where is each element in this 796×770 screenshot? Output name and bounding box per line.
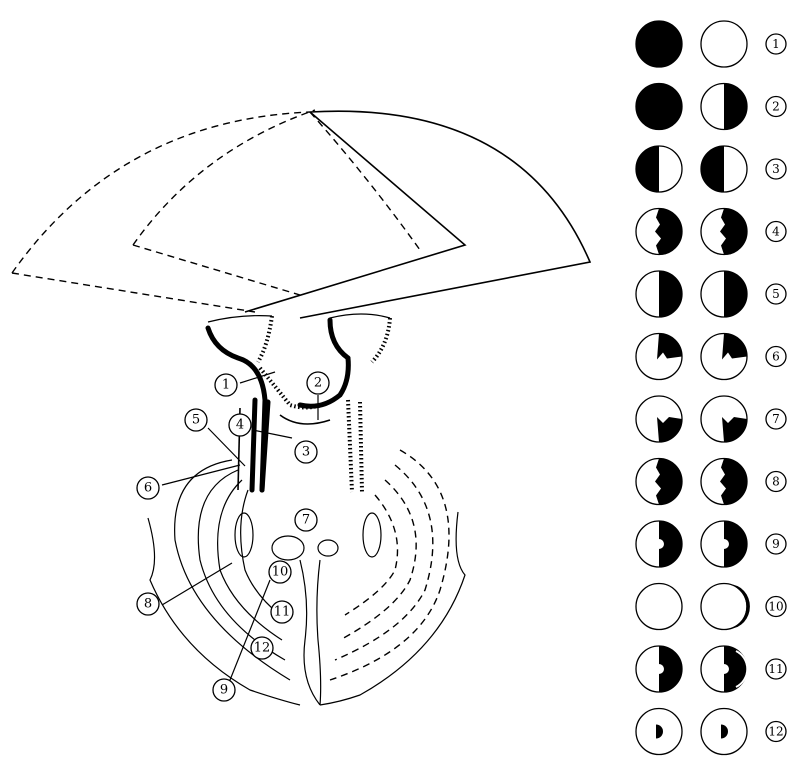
visual-field-fans [12,110,590,318]
field-row-8: 8 [636,459,786,505]
diagram-label-3: 3 [295,441,317,463]
svg-text:7: 7 [302,513,310,528]
row-number-4: 4 [766,222,786,242]
row-number-11: 11 [766,659,786,679]
svg-text:12: 12 [768,725,783,739]
diagram-label-8: 8 [137,593,159,615]
right-eye-field-central [701,709,747,755]
svg-text:9: 9 [220,683,228,698]
left-eye-field-lower-quadrant [636,396,682,442]
right-eye-field-temporal-hemianopia [701,84,747,130]
right-eye-field-incongruous-2 [701,459,747,505]
diagram-label-12: 12 [251,637,273,659]
field-row-9: 9 [636,521,786,567]
eyeballs [208,314,390,490]
left-eye-field-incongruous-2 [636,459,682,505]
right-eye-field-homonymous [701,271,747,317]
row-number-6: 6 [766,347,786,367]
row-number-3: 3 [766,159,786,179]
left-eye-field-blind [636,84,682,130]
diagram-label-11: 11 [271,601,293,623]
diagram-label-7: 7 [295,509,317,531]
left-eye-field-bitemporal [636,146,682,192]
diagram-label-5: 5 [185,409,207,431]
svg-text:11: 11 [768,662,783,676]
right-eye-retina-path [330,320,348,358]
field-row-12: 12 [636,709,786,755]
field-row-11: 11 [636,646,786,692]
left-eye-field-macular-sparing [636,521,682,567]
left-eye-field-incongruous [636,209,682,255]
left-field-fan-lower-edge [12,273,255,312]
diagram-label-1: 1 [215,374,237,396]
right-field-fan-edge [245,112,465,312]
field-row-6: 6 [636,334,786,380]
right-field-fan-arc [300,111,590,318]
left-field-fan-arc [12,112,310,273]
field-row-4: 4 [636,209,786,255]
svg-text:10: 10 [272,565,289,580]
diagram-label-9: 9 [213,679,235,701]
right-eye-field-lower-quadrant [701,396,747,442]
right-eye-field-crescent [701,584,750,630]
svg-text:9: 9 [772,537,780,551]
svg-text:3: 3 [772,162,780,176]
svg-text:12: 12 [254,641,271,656]
svg-text:5: 5 [772,287,780,301]
inner-fan-lower-edge [133,245,300,295]
field-row-10: 10 [636,584,786,630]
field-row-3: 3 [636,146,786,192]
diagram-label-6: 6 [137,477,159,499]
row-number-7: 7 [766,409,786,429]
field-row-5: 5 [636,271,786,317]
left-eye-field-macular-sparing [636,646,682,692]
left-eye-field-blind [636,21,682,67]
svg-text:7: 7 [772,412,780,426]
svg-text:5: 5 [192,413,200,428]
diagram-label-10: 10 [269,561,291,583]
svg-text:4: 4 [236,418,244,433]
svg-text:3: 3 [302,445,310,460]
svg-text:11: 11 [274,605,291,620]
right-eye-field-incongruous [701,209,747,255]
field-row-7: 7 [636,396,786,442]
diagram-label-4: 4 [229,414,251,436]
row-number-10: 10 [766,597,786,617]
row-number-8: 8 [766,472,786,492]
row-number-1: 1 [766,34,786,54]
svg-text:10: 10 [768,600,783,614]
left-eye-field-central [636,709,682,755]
svg-text:1: 1 [772,37,780,51]
svg-text:6: 6 [144,481,152,496]
svg-text:2: 2 [314,376,322,391]
right-eye-field-full [701,21,747,67]
svg-text:4: 4 [772,225,780,239]
right-eye-field-macular-crescent [701,646,747,692]
svg-text:1: 1 [222,378,230,393]
svg-text:2: 2 [772,100,780,114]
left-eye-field-homonymous [636,271,682,317]
row-number-5: 5 [766,284,786,304]
left-eye-field-upper-quadrant [636,334,682,380]
optic-radiations [148,450,465,705]
right-eye-field-bitemporal [701,146,747,192]
svg-text:6: 6 [772,350,780,364]
svg-text:8: 8 [772,475,780,489]
right-eye-field-macular-sparing [701,521,747,567]
field-row-1: 1 [636,21,786,67]
diagram-label-2: 2 [307,372,329,394]
svg-text:8: 8 [144,597,152,612]
row-number-12: 12 [766,722,786,742]
right-eye-field-upper-quadrant [701,334,747,380]
row-number-9: 9 [766,534,786,554]
field-row-2: 2 [636,84,786,130]
row-number-2: 2 [766,97,786,117]
left-eye-field-full [636,584,682,630]
inner-fan-arc [133,110,315,245]
